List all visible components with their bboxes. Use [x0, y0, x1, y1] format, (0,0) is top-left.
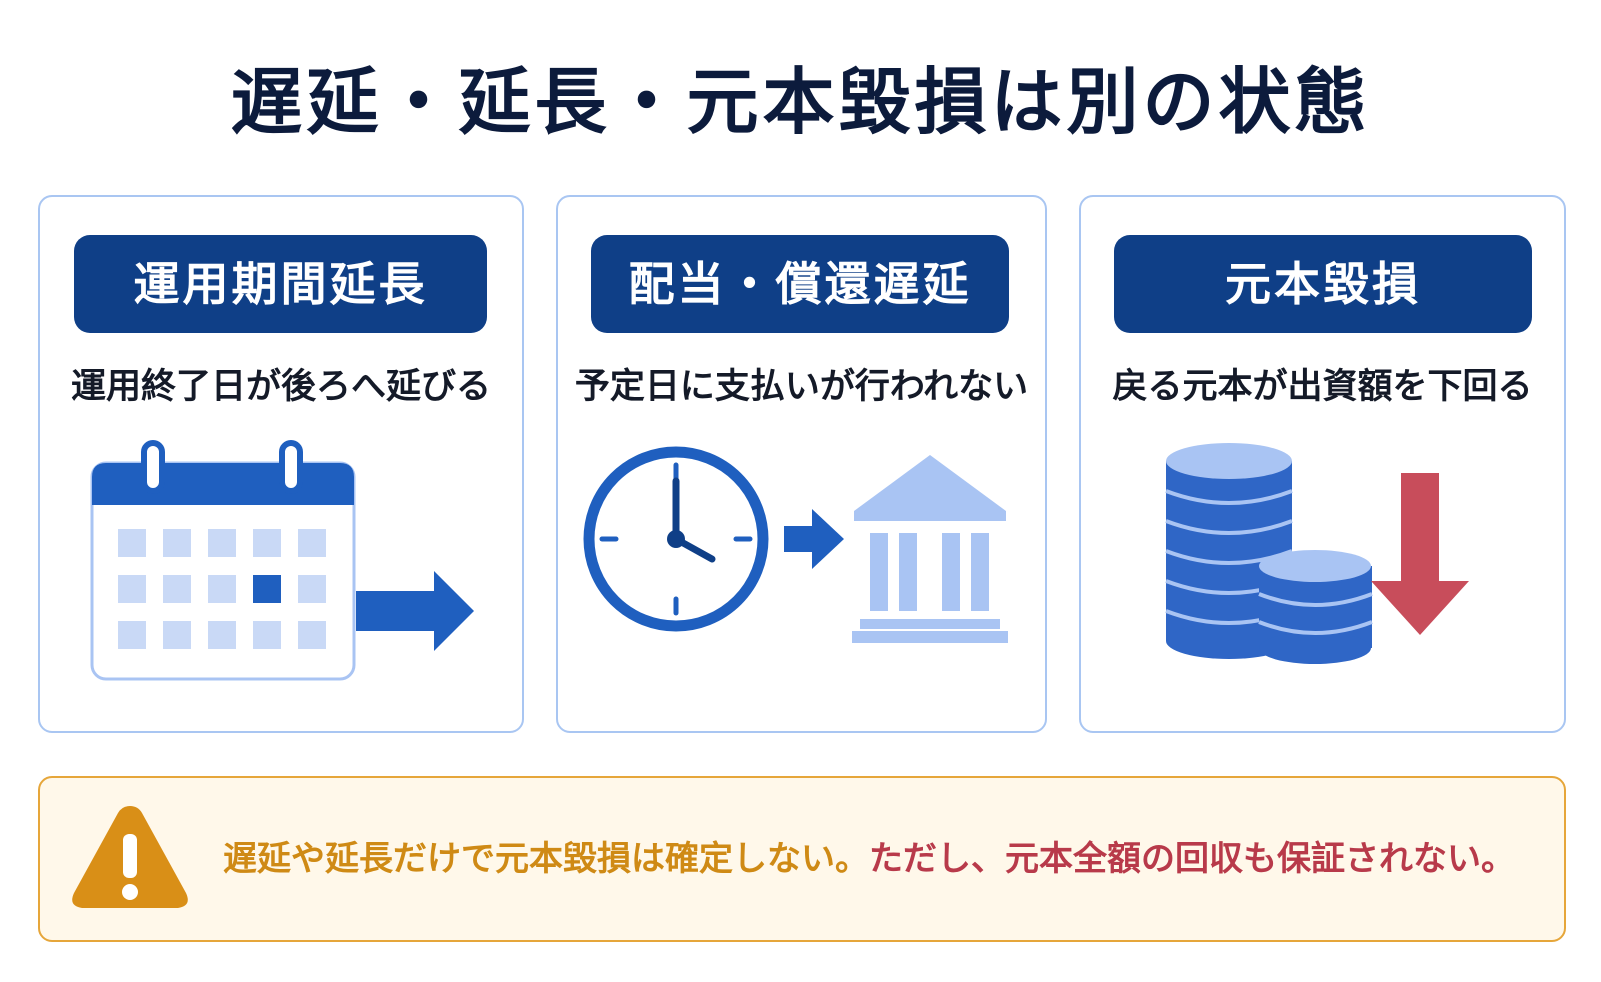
warning-note: 遅延や延長だけで元本毀損は確定しない。ただし、元本全額の回収も保証されない。	[38, 776, 1566, 942]
panel-payment-delay: 配当・償還遅延 予定日に支払いが行われない	[556, 195, 1047, 733]
clock-icon	[583, 446, 769, 632]
panel-heading: 運用期間延長	[74, 235, 487, 333]
arrow-down-icon	[1371, 473, 1469, 635]
clock-to-bank-icon	[558, 429, 1045, 729]
warning-text: 遅延や延長だけで元本毀損は確定しない。ただし、元本全額の回収も保証されない。	[223, 830, 1515, 888]
arrow-right-icon	[356, 571, 474, 651]
panel-heading: 元本毀損	[1114, 235, 1532, 333]
arrow-right-icon	[784, 509, 844, 569]
warning-text-part2: ただし、元本全額の回収も保証されない。	[869, 839, 1515, 879]
panel-term-extension: 運用期間延長 運用終了日が後ろへ延びる	[38, 195, 524, 733]
panel-description: 戻る元本が出資額を下回る	[1112, 367, 1533, 407]
bank-icon	[852, 455, 1008, 643]
coin-stack-short-icon	[1258, 550, 1373, 664]
warning-text-part1: 遅延や延長だけで元本毀損は確定しない。	[223, 839, 869, 879]
coins-down-arrow-icon	[1081, 429, 1564, 729]
panel-description: 運用終了日が後ろへ延びる	[70, 367, 491, 407]
panel-principal-loss: 元本毀損 戻る元本が出資額を下回る	[1079, 195, 1566, 733]
panel-description: 予定日に支払いが行われない	[574, 367, 1029, 407]
calendar-icon	[90, 440, 356, 681]
calendar-with-arrow-icon	[40, 429, 522, 729]
page-title: 遅延・延長・元本毀損は別の状態	[230, 60, 1371, 144]
panel-heading: 配当・償還遅延	[591, 235, 1009, 333]
warning-icon	[72, 806, 188, 908]
